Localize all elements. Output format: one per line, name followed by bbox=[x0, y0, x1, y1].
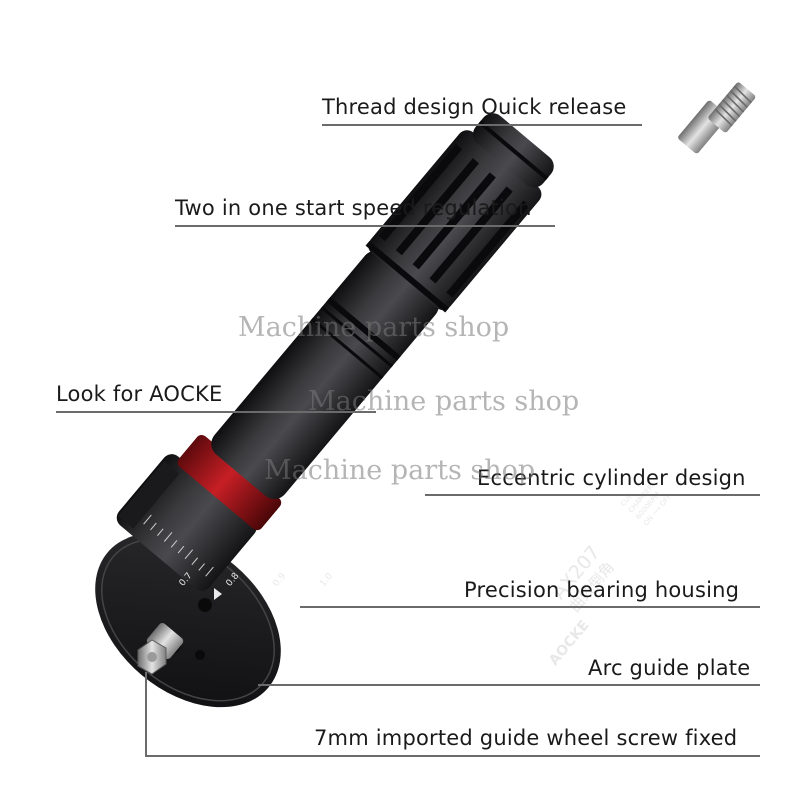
watermark-3: Machine parts shop bbox=[264, 455, 536, 486]
leader-bearing bbox=[300, 606, 760, 608]
thread-shaft bbox=[678, 82, 756, 154]
callout-screw: 7mm imported guide wheel screw fixed bbox=[314, 726, 738, 750]
leader-brand bbox=[56, 411, 376, 413]
leader-speed bbox=[175, 225, 555, 227]
watermark-1: Machine parts shop bbox=[238, 312, 510, 343]
callout-thread: Thread design Quick release bbox=[322, 95, 627, 119]
leader-thread bbox=[322, 124, 642, 126]
callout-plate: Arc guide plate bbox=[588, 656, 751, 680]
leader-screw-vertical bbox=[145, 672, 147, 756]
leader-cylinder bbox=[425, 494, 760, 496]
callout-cylinder: Eccentric cylinder design bbox=[477, 466, 746, 490]
scale-pointer-icon bbox=[214, 588, 222, 600]
speed-regulation-knob bbox=[365, 130, 542, 313]
scale-number-3: 0.9 bbox=[271, 571, 288, 589]
callout-brand: Look for AOCKE bbox=[56, 382, 223, 406]
tool-body bbox=[211, 250, 439, 500]
scale-number-4: 1.0 bbox=[318, 571, 335, 589]
callout-bearing: Precision bearing housing bbox=[464, 578, 740, 602]
callout-speed: Two in one start speed regulation bbox=[175, 196, 532, 220]
watermark-2: Machine parts shop bbox=[308, 386, 580, 417]
brand-engraving: AOCKE bbox=[546, 617, 593, 668]
leader-screw bbox=[145, 755, 760, 757]
leader-plate bbox=[258, 684, 760, 686]
guide-wheel-screw bbox=[137, 623, 184, 675]
red-accent-ring bbox=[177, 434, 282, 531]
bearing-housing bbox=[116, 454, 257, 591]
top-cap bbox=[473, 113, 554, 188]
